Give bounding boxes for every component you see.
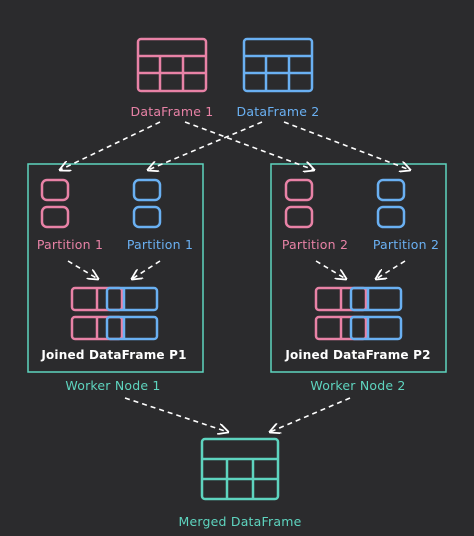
- joined-table-p2-icon: [314, 286, 403, 341]
- arrow-p2a-to-joined2: [315, 260, 346, 279]
- arrow-df2-to-node1: [148, 121, 263, 170]
- node1-partition-blue-label: Partition 1: [126, 237, 194, 252]
- node2-partition-pink-label: Partition 2: [281, 237, 349, 252]
- arrow-df1-to-node1: [60, 121, 161, 170]
- merged-dataframe-label: Merged DataFrame: [178, 514, 302, 529]
- arrow-p2b-to-joined2: [376, 260, 406, 279]
- arrow-df1-to-node2: [184, 121, 314, 170]
- arrow-p1a-to-joined1: [67, 260, 98, 279]
- worker-node-2-label: Worker Node 2: [310, 378, 406, 393]
- arrow-node1-to-merged: [124, 397, 228, 432]
- worker-node-2-box: [270, 163, 447, 373]
- partition-pink-icon-node2: [284, 178, 314, 229]
- partition-blue-icon-node1: [132, 178, 162, 229]
- partition-pink-icon-node1: [40, 178, 70, 229]
- dataframe-2-table-icon: [242, 37, 314, 93]
- merged-dataframe-table-icon: [200, 437, 280, 501]
- dataframe-1-table-icon: [136, 37, 208, 93]
- worker-node-1-label: Worker Node 1: [65, 378, 161, 393]
- worker-node-1-box: [27, 163, 204, 373]
- dataframe-2-label: DataFrame 2: [236, 104, 320, 119]
- node1-partition-pink-label: Partition 1: [36, 237, 104, 252]
- joined-dataframe-p2-label: Joined DataFrame P2: [285, 348, 431, 362]
- dataframe-1-label: DataFrame 1: [130, 104, 214, 119]
- arrow-df2-to-node2: [283, 121, 410, 170]
- arrow-p1b-to-joined1: [132, 260, 161, 279]
- joined-dataframe-p1-label: Joined DataFrame P1: [41, 348, 187, 362]
- arrow-node2-to-merged: [270, 397, 351, 432]
- joined-table-p1-icon: [70, 286, 159, 341]
- node2-partition-blue-label: Partition 2: [372, 237, 440, 252]
- partition-blue-icon-node2: [376, 178, 406, 229]
